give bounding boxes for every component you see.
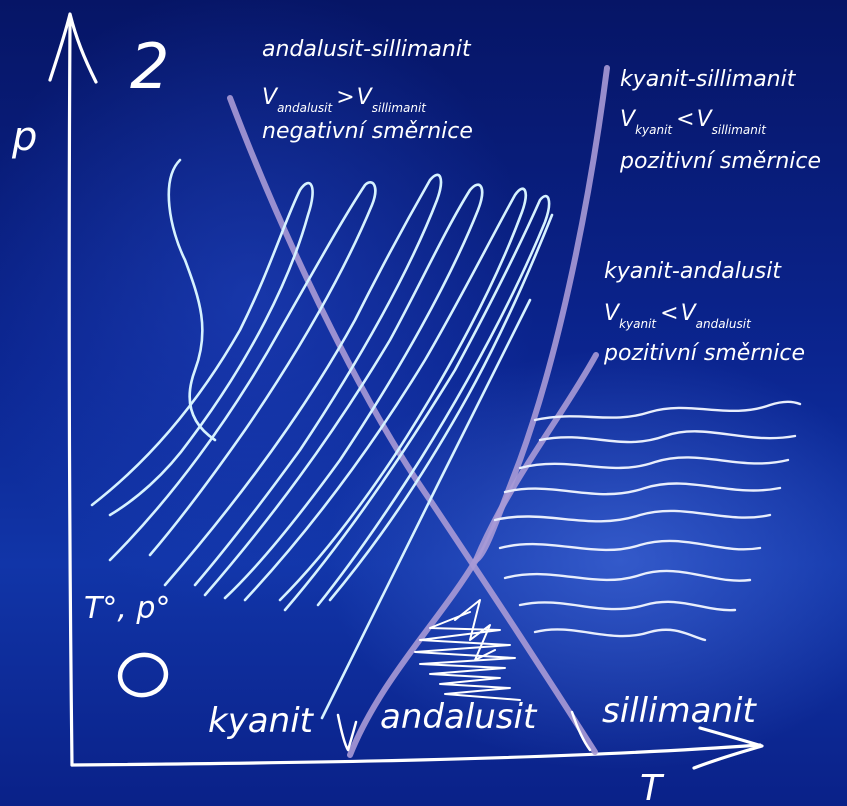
hatch-wave [540, 431, 795, 442]
hatch-wave [535, 402, 800, 420]
annotation-title: kyanit-sillimanit [620, 67, 797, 92]
phase-label-kyanit: kyanit [208, 701, 315, 741]
annotation-title: kyanit-andalusit [604, 259, 782, 284]
y-axis [69, 22, 72, 765]
andalusit-sillimanit-annotation: andalusit-sillimanit Vandalusit>Vsillima… [262, 37, 473, 144]
hatch-wave [520, 602, 735, 610]
hatch-curve [169, 160, 215, 440]
volume-relation: Vkyanit<Vsillimanit [620, 107, 767, 137]
x-axis [72, 745, 760, 765]
standard-state-label: T°, p° [84, 591, 170, 626]
hatch-wave [535, 629, 705, 640]
kyanit-field-hatching [92, 160, 552, 718]
slope-label: negativní směrnice [262, 119, 473, 144]
hatch-wave [500, 541, 760, 550]
slope-label: pozitivní směrnice [619, 149, 821, 174]
y-axis-label: p [11, 114, 37, 160]
y-axis-arrow [50, 14, 96, 82]
hatch-stroke [110, 182, 375, 560]
volume-relation: Vkyanit<Vandalusit [604, 301, 752, 331]
kyanit-sillimanit-annotation: kyanit-sillimanit Vkyanit<Vsillimanit po… [619, 67, 821, 174]
hatch-stroke [92, 183, 313, 515]
hatch-wave [505, 571, 750, 581]
hatch-wave [505, 483, 780, 494]
annotation-title: andalusit-sillimanit [262, 37, 472, 62]
kyanit-andalusit-annotation: kyanit-andalusit Vkyanit<Vandalusit pozi… [603, 259, 805, 366]
hatch-wave [520, 457, 788, 468]
phase-label-andalusit: andalusit [380, 697, 538, 737]
hatch-stroke [285, 196, 549, 610]
slope-label: pozitivní směrnice [603, 341, 805, 366]
volume-relation: Vandalusit>Vsillimanit [262, 85, 427, 115]
figure-number: 2 [130, 30, 169, 103]
hatch-wave [495, 511, 770, 521]
hatch-stroke [165, 175, 441, 585]
kyanit-sillimanit-line [476, 68, 607, 560]
phase-label-sillimanit: sillimanit [602, 691, 757, 731]
hatch-stroke [330, 215, 552, 600]
sillimanit-field-hatching [495, 402, 800, 640]
standard-state-circle [117, 651, 169, 698]
x-axis-label: T [640, 768, 665, 806]
